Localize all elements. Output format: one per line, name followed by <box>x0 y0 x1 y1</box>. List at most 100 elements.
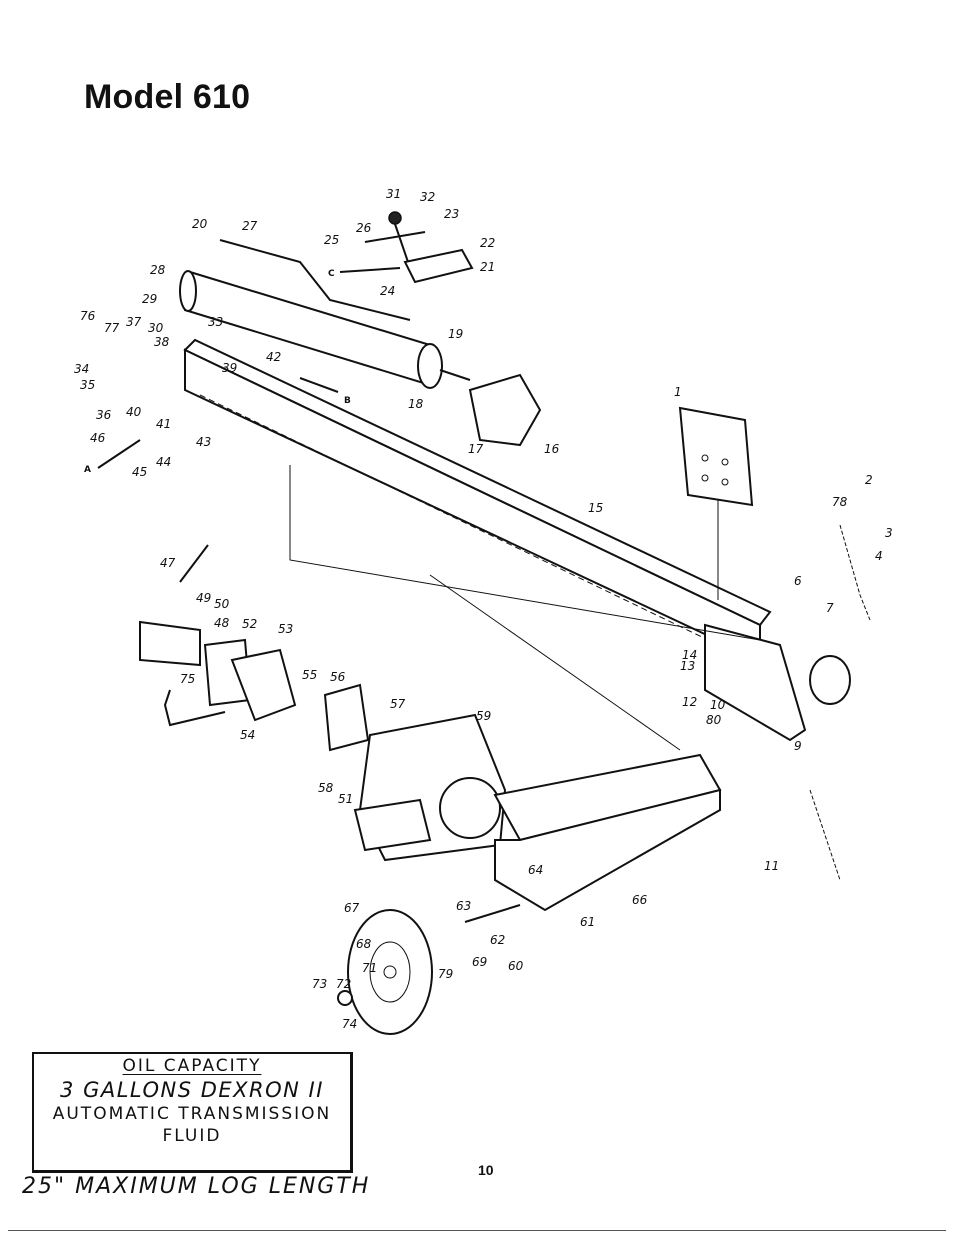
control-valve <box>388 211 474 284</box>
pump <box>139 620 201 667</box>
page-title: Model 610 <box>84 78 251 116</box>
callout-11: 11 <box>764 859 779 873</box>
hose-key-b: B <box>344 396 351 406</box>
callout-61: 61 <box>580 915 595 929</box>
callout-13: 13 <box>680 659 695 673</box>
oil-capacity-box: OIL CAPACITY 3 GALLONS DEXRON II AUTOMAT… <box>32 1052 353 1173</box>
callout-33: 33 <box>208 315 223 329</box>
callout-18: 18 <box>408 397 424 411</box>
hitch-ball <box>809 655 851 705</box>
callout-68: 68 <box>356 937 372 951</box>
callout-72: 72 <box>336 977 351 991</box>
callout-23: 23 <box>444 207 459 221</box>
callout-3: 3 <box>885 526 893 540</box>
callout-25: 25 <box>324 233 339 247</box>
callout-2: 2 <box>865 473 873 487</box>
callout-38: 38 <box>154 335 170 349</box>
callout-66: 66 <box>632 893 648 907</box>
callout-39: 39 <box>222 361 237 375</box>
callout-1: 1 <box>674 385 682 399</box>
callout-78: 78 <box>832 495 848 509</box>
callout-57: 57 <box>390 697 406 711</box>
callout-9: 9 <box>794 739 802 753</box>
callout-67: 67 <box>344 901 360 915</box>
callout-37: 37 <box>126 315 142 329</box>
callout-69: 69 <box>472 955 487 969</box>
callout-4: 4 <box>875 549 883 563</box>
max-log-length-note: 25" MAXIMUM LOG LENGTH <box>22 1174 371 1199</box>
callout-21: 21 <box>480 260 495 274</box>
callout-41: 41 <box>156 417 171 431</box>
callout-10: 10 <box>710 698 726 712</box>
callout-77: 77 <box>104 321 120 335</box>
callout-76: 76 <box>80 309 96 323</box>
callout-56: 56 <box>330 670 346 684</box>
callout-12: 12 <box>682 695 697 709</box>
callout-26: 26 <box>356 221 372 235</box>
callout-54: 54 <box>240 728 255 742</box>
hose-46 <box>97 439 141 469</box>
callout-45: 45 <box>132 465 147 479</box>
engine-plate <box>323 683 370 752</box>
hose-46b <box>163 689 226 727</box>
wedge <box>468 373 542 447</box>
callout-20: 20 <box>192 217 208 231</box>
callout-59: 59 <box>476 709 491 723</box>
callout-64: 64 <box>528 863 543 877</box>
callout-labels: 1 2 3 4 6 7 9 10 11 12 13 14 15 16 17 18… <box>74 187 893 1031</box>
hose-26b <box>299 377 339 393</box>
callout-17: 17 <box>468 442 484 456</box>
oil-capacity-line-2: AUTOMATIC TRANSMISSION <box>52 1104 332 1124</box>
callout-24: 24 <box>380 284 395 298</box>
callout-15: 15 <box>588 501 603 515</box>
callout-28: 28 <box>150 263 166 277</box>
tube <box>219 239 411 321</box>
bottom-rule <box>8 1230 946 1231</box>
callout-40: 40 <box>126 405 142 419</box>
callout-51: 51 <box>338 792 353 806</box>
fuel-tank <box>353 798 432 852</box>
callout-75: 75 <box>180 672 195 686</box>
callout-55: 55 <box>302 668 317 682</box>
callout-79: 79 <box>438 967 453 981</box>
hose-key-a: A <box>84 465 91 475</box>
hose-26 <box>364 231 426 243</box>
callout-63: 63 <box>456 899 471 913</box>
callout-58: 58 <box>318 781 334 795</box>
callout-7: 7 <box>826 601 834 615</box>
callout-42: 42 <box>266 350 281 364</box>
safety-chain <box>839 524 871 621</box>
callout-74: 74 <box>342 1017 357 1031</box>
log-plate <box>678 406 754 507</box>
callout-49: 49 <box>196 591 211 605</box>
oil-capacity-line-1: 3 GALLONS DEXRON II <box>60 1078 324 1102</box>
callout-52: 52 <box>242 617 257 631</box>
callout-32: 32 <box>420 190 435 204</box>
callout-50: 50 <box>214 597 230 611</box>
hose-key-c: C <box>328 269 335 279</box>
callout-43: 43 <box>196 435 211 449</box>
safety-chain-2 <box>809 789 841 881</box>
callout-16: 16 <box>544 442 560 456</box>
callout-36: 36 <box>96 408 112 422</box>
callout-19: 19 <box>448 327 463 341</box>
callout-30: 30 <box>148 321 164 335</box>
callout-27: 27 <box>242 219 258 233</box>
callout-31: 31 <box>386 187 401 201</box>
hitch-bracket <box>704 623 807 742</box>
callout-44: 44 <box>156 455 171 469</box>
callout-71: 71 <box>362 961 377 975</box>
callout-47: 47 <box>160 556 176 570</box>
cylinder <box>179 270 471 389</box>
oil-capacity-line-3: FLUID <box>162 1126 222 1146</box>
callout-48: 48 <box>214 616 230 630</box>
wheel <box>347 909 433 1035</box>
callout-14: 14 <box>682 648 697 662</box>
callout-53: 53 <box>278 622 293 636</box>
callout-6: 6 <box>794 574 802 588</box>
main-beam <box>183 338 772 666</box>
callout-62: 62 <box>490 933 505 947</box>
callout-46: 46 <box>90 431 106 445</box>
hose-25b <box>179 544 209 583</box>
